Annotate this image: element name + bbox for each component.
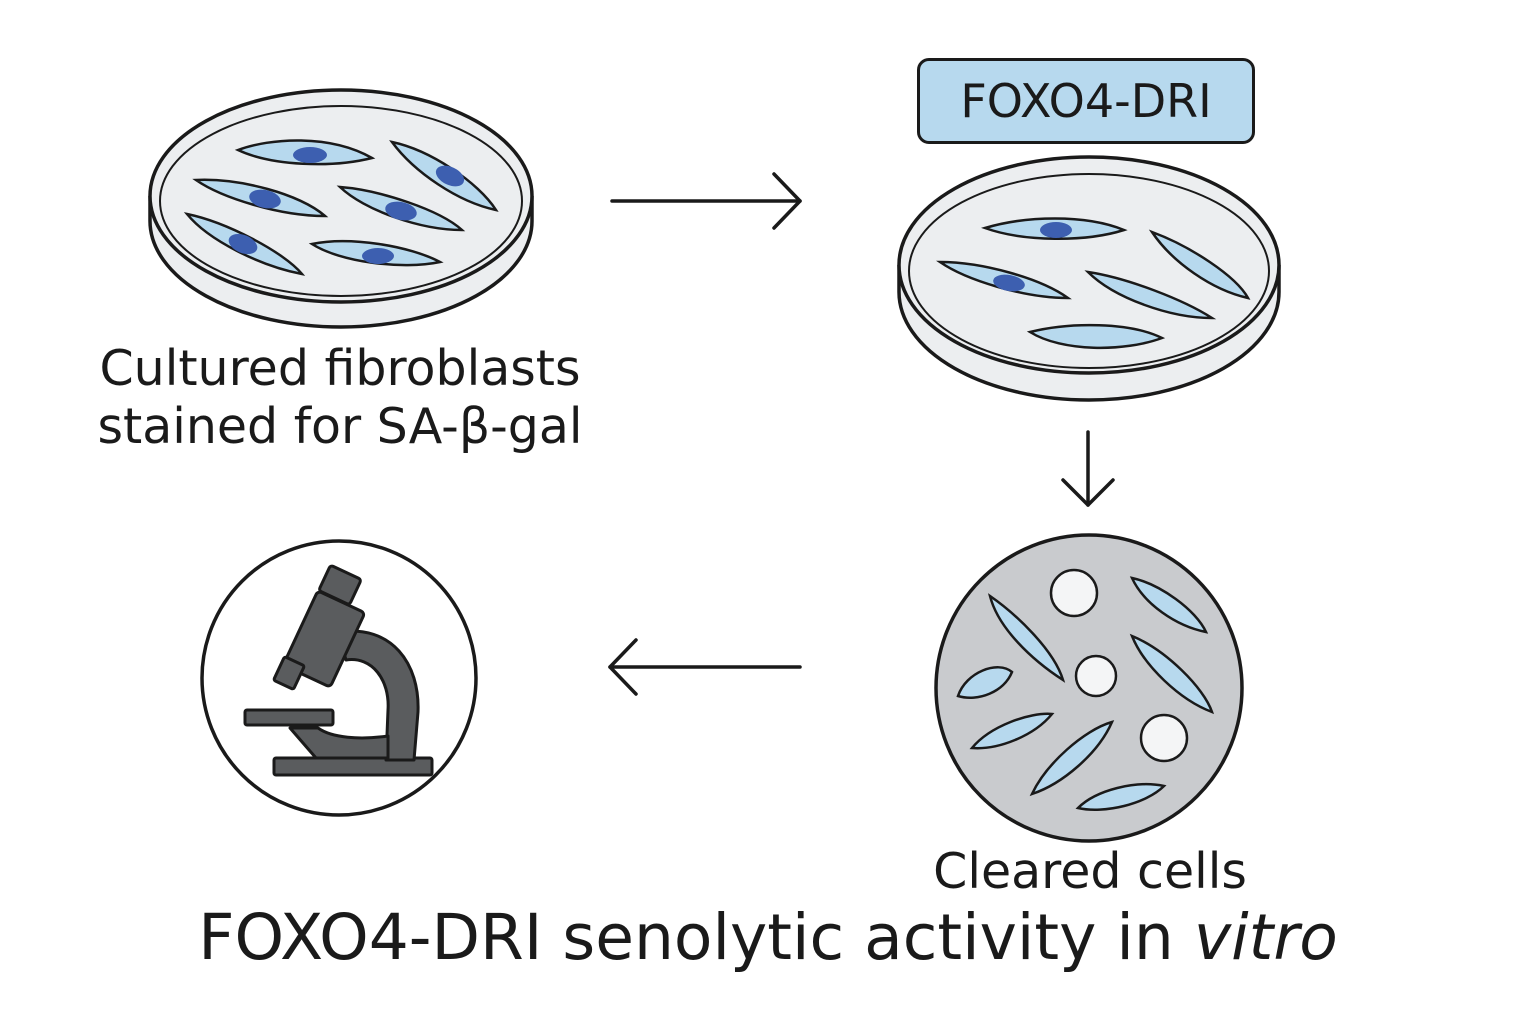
diagram-title-italic: vitro [1193, 901, 1338, 974]
cell [192, 178, 329, 218]
petri-dish-treated [897, 155, 1281, 402]
cell [336, 185, 466, 232]
cleared-cell-fragments [956, 568, 1215, 811]
cleared-cells-view [934, 533, 1244, 843]
cell [980, 217, 1128, 240]
arrow-right [610, 172, 802, 230]
cell [234, 139, 376, 166]
fibroblasts-label-line2: stained for SA-β-gal [97, 397, 583, 455]
cell [1148, 229, 1251, 300]
cell [389, 140, 499, 212]
petri-dish-fibroblasts [148, 88, 534, 329]
cell-fragment [1129, 633, 1215, 715]
cell-fragment [1029, 720, 1115, 797]
microscope-icon [243, 564, 434, 777]
diagram-title: FOXO4-DRI senolytic activity in vitro [0, 900, 1536, 976]
cell-fragment [1075, 783, 1167, 811]
fibroblasts-label-line1: Cultured fibroblasts [99, 340, 581, 397]
fibroblast-cells [183, 139, 499, 276]
cell-fragment [1129, 576, 1209, 634]
cell [1084, 270, 1217, 320]
cell [935, 260, 1072, 300]
cell-fragment [969, 712, 1055, 750]
cleared-cells-label: Cleared cells [933, 843, 1247, 900]
cell [183, 212, 306, 276]
vesicle [1049, 568, 1099, 618]
diagram-title-text: FOXO4-DRI senolytic activity in [198, 901, 1194, 974]
fibroblasts-label: Cultured fibroblasts stained for SA-β-ga… [60, 340, 620, 456]
arrow-left [608, 638, 802, 696]
foxo4-dri-tag: FOXO4-DRI [917, 58, 1255, 144]
microscope-panel [200, 539, 478, 817]
cell [308, 239, 444, 267]
cell [1026, 323, 1166, 350]
treated-cells [935, 217, 1251, 350]
cell-fragment [956, 666, 1014, 699]
vesicle [1139, 713, 1189, 763]
cell-fragment [987, 593, 1066, 683]
vesicle [1074, 654, 1118, 698]
arrow-down [1061, 430, 1115, 507]
